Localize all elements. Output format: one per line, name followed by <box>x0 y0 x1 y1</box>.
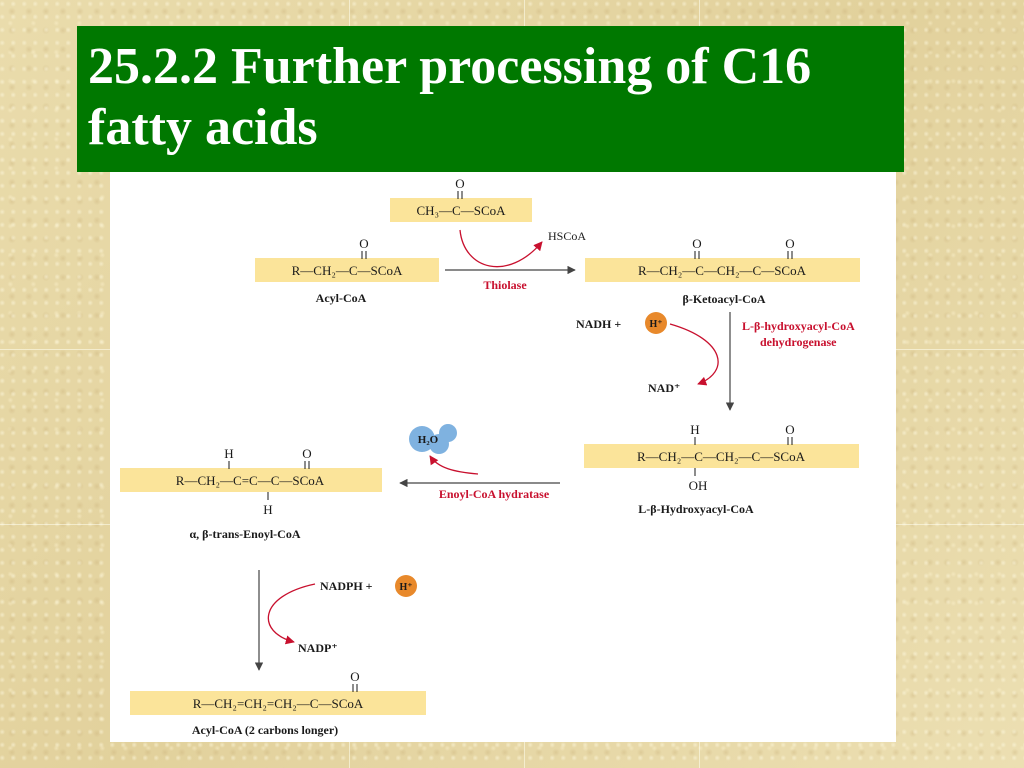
oxygen-label: O <box>785 422 794 437</box>
hydroxyacyl-coa-formula: R—CH₂—C—CH₂—C—SCoA <box>637 449 806 464</box>
thiolase-step: HSCoA Thiolase <box>445 229 586 292</box>
curved-arrow <box>669 323 719 386</box>
ketoacyl-coa: O O R—CH₂—C—CH₂—C—SCoA β-Ketoacyl-CoA <box>585 236 860 306</box>
acyl-coa-name: Acyl-CoA <box>316 291 367 305</box>
highlight-box <box>585 258 860 282</box>
product-formula: R—CH₂=CH₂=CH₂—C—SCoA <box>193 696 364 711</box>
proton-icon <box>395 575 417 597</box>
highlight-box <box>130 691 426 715</box>
slide-title: 25.2.2 Further processing of C16 fatty a… <box>88 38 812 156</box>
nadh-label: NADH + <box>576 317 621 331</box>
title-bar: 25.2.2 Further processing of C16 fatty a… <box>77 26 904 172</box>
pathway-diagram: O CH₃—C—SCoA O R—CH₂—C—SCoA Acyl-CoA HSC… <box>110 172 896 742</box>
water-label: H₂O <box>418 434 439 446</box>
product-name: Acyl-CoA (2 carbons longer) <box>192 723 338 737</box>
oxygen-label: O <box>785 236 794 251</box>
curved-arrow <box>459 229 543 268</box>
proton-icon <box>645 312 667 334</box>
oxygen-label: O <box>350 669 359 684</box>
hydrogen-label: H <box>224 446 233 461</box>
highlight-box <box>584 444 859 468</box>
hydroxyacyl-coa: H O R—CH₂—C—CH₂—C—SCoA OH L-β-Hydroxyacy… <box>584 422 859 516</box>
highlight-box <box>390 198 532 222</box>
dehydrogenase-step: NADH + H⁺ NAD⁺ L-β-hydroxyacyl-CoA dehyd… <box>576 312 855 411</box>
water-molecule-icon <box>409 426 435 452</box>
hydroxyl-label: OH <box>689 478 708 493</box>
hydrogen-label: H <box>690 422 699 437</box>
oxygen-label: O <box>692 236 701 251</box>
enoyl-coa-name: α, β-trans-Enoyl-CoA <box>189 527 300 541</box>
dehydrogenase-name-line2: dehydrogenase <box>760 335 837 349</box>
acetyl-coa: O CH₃—C—SCoA <box>390 176 532 222</box>
enoyl-coa-formula: R—CH₂—C=C—C—SCoA <box>176 473 325 488</box>
nad-label: NAD⁺ <box>648 381 680 395</box>
curved-arrow <box>429 455 479 475</box>
proton-label: H⁺ <box>649 319 662 330</box>
oxygen-label: O <box>455 176 464 191</box>
thiolase-label: Thiolase <box>483 278 527 292</box>
proton-label: H⁺ <box>399 582 412 593</box>
acetyl-coa-formula: CH₃—C—SCoA <box>416 203 506 218</box>
ketoacyl-coa-formula: R—CH₂—C—CH₂—C—SCoA <box>638 263 807 278</box>
dehydrogenase-name-line1: L-β-hydroxyacyl-CoA <box>742 319 855 333</box>
highlight-box <box>120 468 382 492</box>
hydroxyacyl-coa-name: L-β-Hydroxyacyl-CoA <box>638 502 754 516</box>
acyl-coa-formula: R—CH₂—C—SCoA <box>292 263 403 278</box>
water-atom <box>439 424 457 442</box>
nadph-label: NADPH + <box>320 579 373 593</box>
curved-arrow <box>267 583 316 645</box>
acyl-coa: O R—CH₂—C—SCoA Acyl-CoA <box>255 236 439 305</box>
nadp-label: NADP⁺ <box>298 641 338 655</box>
enoyl-coa: H O R—CH₂—C=C—C—SCoA H α, β-trans-Enoyl-… <box>120 446 382 541</box>
reductase-step: NADPH + H⁺ NADP⁺ <box>254 570 417 671</box>
hscoa-label: HSCoA <box>548 229 586 243</box>
product-acyl-coa: O R—CH₂=CH₂=CH₂—C—SCoA Acyl-CoA (2 carbo… <box>130 669 426 737</box>
pathway-svg: O CH₃—C—SCoA O R—CH₂—C—SCoA Acyl-CoA HSC… <box>120 176 860 737</box>
highlight-box <box>255 258 439 282</box>
oxygen-label: O <box>302 446 311 461</box>
hydratase-step: H₂O Enoyl-CoA hydratase <box>399 424 560 501</box>
ketoacyl-coa-name: β-Ketoacyl-CoA <box>683 292 766 306</box>
hydratase-label: Enoyl-CoA hydratase <box>439 487 550 501</box>
oxygen-label: O <box>359 236 368 251</box>
hydrogen-label: H <box>263 502 272 517</box>
